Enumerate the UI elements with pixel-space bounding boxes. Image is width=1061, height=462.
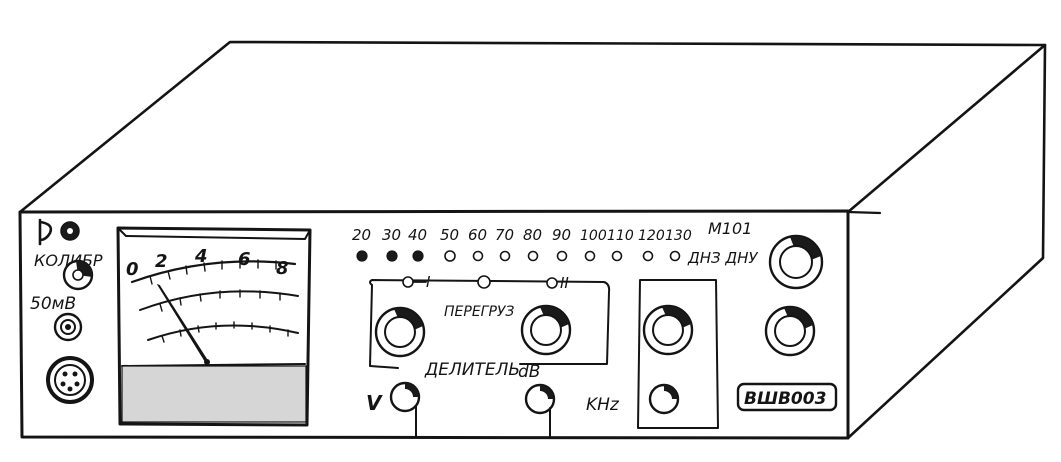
meter-scale-label: 6 — [238, 249, 251, 270]
device-case-outline — [18, 40, 1047, 440]
meter-lower-window — [121, 365, 307, 423]
frequency-knob-upper[interactable] — [642, 304, 694, 356]
range-indicator-lamp-icon — [499, 250, 511, 262]
filter-labels: ДНЗ ДНУ — [687, 249, 758, 267]
range-scale-label: 80 — [523, 226, 542, 244]
calibrate-knob[interactable] — [62, 259, 94, 291]
v-label: V — [366, 391, 383, 415]
filter-knob-lower[interactable] — [764, 305, 816, 357]
switch-center-lamp-icon — [477, 275, 491, 289]
range-indicator-lamp-icon — [472, 250, 484, 262]
range-indicator-lamp-icon — [584, 250, 596, 262]
input-connector[interactable] — [53, 312, 83, 342]
khz-label: KHz — [586, 395, 620, 415]
range-indicator-lamp-icon — [444, 250, 456, 262]
m101-label: М101 — [708, 219, 752, 238]
range-indicator-lamp-icon — [386, 250, 398, 262]
range-indicator-lamp-icon — [556, 250, 568, 262]
power-indicator — [38, 218, 80, 246]
meter-scale-label: 8 — [276, 258, 289, 279]
range-scale-label: 130 — [665, 228, 692, 244]
switch-mark-2: II — [560, 274, 569, 292]
meter-scale-label: 2 — [155, 251, 168, 272]
frequency-frame — [637, 279, 719, 429]
divider-knob-right[interactable] — [520, 304, 572, 356]
multipin-connector[interactable] — [46, 356, 94, 404]
range-indicator-lamp-icon — [669, 250, 681, 262]
range-scale-label: 70 — [495, 226, 514, 244]
meter-scale-label: 0 — [126, 259, 139, 280]
switch-mark-1: I — [426, 273, 431, 291]
divider-label: ДЕЛИТЕЛЬ — [424, 360, 520, 380]
v-knob[interactable] — [389, 381, 421, 413]
range-indicator-lamp-icon — [642, 250, 654, 262]
filter-knob-upper[interactable] — [768, 234, 824, 290]
range-indicator-lamp-icon — [412, 250, 424, 262]
model-badge: ВШВ003 — [736, 382, 838, 412]
switch-position-marks: I II — [402, 273, 569, 292]
divider-frame — [369, 279, 611, 369]
range-scale-label: 30 — [382, 226, 401, 244]
frequency-knob-lower[interactable] — [648, 383, 680, 415]
range-scale-label: 100 — [580, 228, 607, 244]
db-label: dB — [518, 362, 540, 382]
range-scale-label: 90 — [552, 226, 571, 244]
range-scale-label: 40 — [408, 226, 427, 244]
analog-meter: 0 2 4 6 8 — [116, 226, 312, 427]
meter-scale-label: 4 — [194, 246, 208, 267]
meter-needle — [156, 283, 209, 362]
range-indicator-lamp-icon — [527, 250, 539, 262]
range-scale-label: 60 — [468, 226, 487, 244]
range-scale-label: 110 — [607, 228, 634, 244]
db-knob[interactable] — [524, 383, 556, 415]
range-scale-label: 120 — [638, 228, 665, 244]
range-indicator-lamp-icon — [611, 250, 623, 262]
mv-label: 50мВ — [30, 294, 76, 314]
range-indicator-lamp-icon — [356, 250, 368, 262]
overload-label: ПЕРЕГРУЗ — [444, 304, 514, 320]
range-scale-label: 20 — [352, 226, 371, 244]
divider-knob-left[interactable] — [374, 306, 426, 358]
range-scale-label: 50 — [440, 226, 459, 244]
front-panel — [18, 209, 850, 440]
model-label: ВШВ003 — [744, 389, 826, 409]
